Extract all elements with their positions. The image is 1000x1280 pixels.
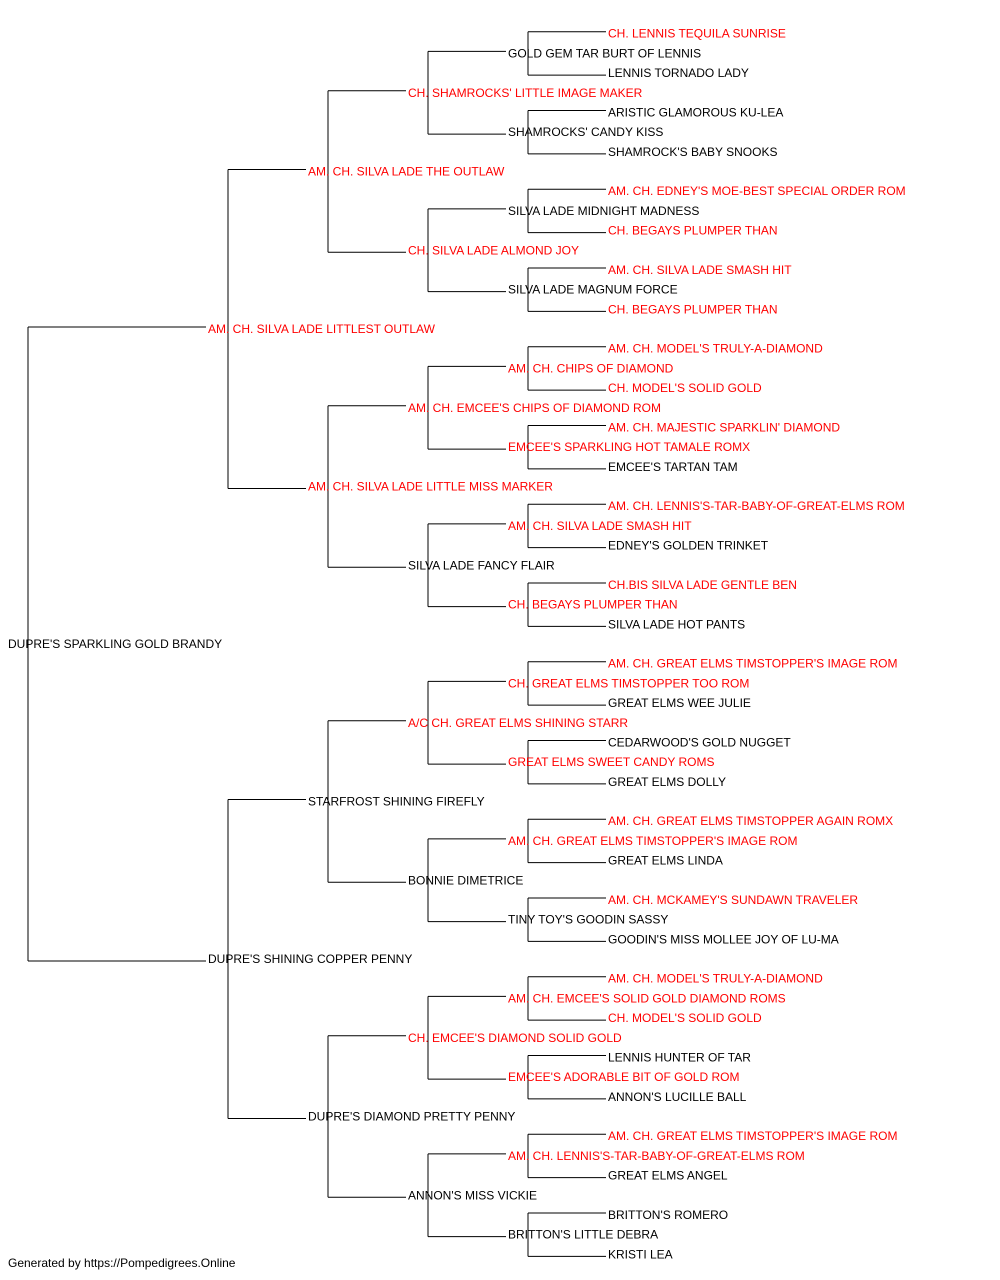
dog-name: LENNIS TORNADO LADY: [608, 66, 749, 80]
dog-name: AM. CH. EMCEE'S SOLID GOLD DIAMOND ROMS: [508, 991, 786, 1005]
dog-name: CH. BEGAYS PLUMPER THAN: [508, 598, 678, 612]
dog-name: SILVA LADE MIDNIGHT MADNESS: [508, 204, 699, 218]
dog-name: AM. CH. EDNEY'S MOE-BEST SPECIAL ORDER R…: [608, 184, 906, 198]
dog-name: AM. CH. GREAT ELMS TIMSTOPPER'S IMAGE RO…: [608, 1129, 897, 1143]
dog-name: STARFROST SHINING FIREFLY: [308, 795, 485, 809]
dog-name: EMCEE'S TARTAN TAM: [608, 460, 738, 474]
dog-name: AM. CH. GREAT ELMS TIMSTOPPER'S IMAGE RO…: [508, 834, 797, 848]
dog-name: CH. GREAT ELMS TIMSTOPPER TOO ROM: [508, 676, 749, 690]
dog-name: CH. MODEL'S SOLID GOLD: [608, 1011, 762, 1025]
dog-name: AM. CH. MODEL'S TRULY-A-DIAMOND: [608, 342, 823, 356]
dog-name: CH. MODEL'S SOLID GOLD: [608, 381, 762, 395]
dog-name: EDNEY'S GOLDEN TRINKET: [608, 539, 769, 553]
dog-name: DUPRE'S SHINING COPPER PENNY: [208, 952, 412, 966]
dog-name: EMCEE'S SPARKLING HOT TAMALE ROMX: [508, 440, 750, 454]
dog-name: AM. CH. SILVA LADE LITTLE MISS MARKER: [308, 480, 553, 494]
dog-name: AM. CH. SILVA LADE LITTLEST OUTLAW: [208, 322, 436, 336]
dog-name: KRISTI LEA: [608, 1247, 673, 1261]
dog-name: GREAT ELMS WEE JULIE: [608, 696, 751, 710]
dog-name: ARISTIC GLAMOROUS KU-LEA: [608, 105, 783, 119]
dog-name: AM. CH. MCKAMEY'S SUNDAWN TRAVELER: [608, 893, 858, 907]
dog-name: ANNON'S MISS VICKIE: [408, 1188, 537, 1202]
dog-name: TINY TOY'S GOODIN SASSY: [508, 913, 668, 927]
dog-name: GREAT ELMS SWEET CANDY ROMS: [508, 755, 714, 769]
dog-name: BONNIE DIMETRICE: [408, 873, 523, 887]
dog-name: LENNIS HUNTER OF TAR: [608, 1050, 751, 1064]
dog-name: BRITTON'S ROMERO: [608, 1208, 728, 1222]
dog-name: CH. SHAMROCKS' LITTLE IMAGE MAKER: [408, 86, 643, 100]
dog-name: SILVA LADE MAGNUM FORCE: [508, 283, 678, 297]
dog-name: AM. CH. MODEL'S TRULY-A-DIAMOND: [608, 972, 823, 986]
dog-name: DUPRE'S DIAMOND PRETTY PENNY: [308, 1110, 515, 1124]
dog-name: GREAT ELMS ANGEL: [608, 1169, 728, 1183]
dog-name: AM. CH. SILVA LADE THE OUTLAW: [308, 165, 505, 179]
dog-name: GREAT ELMS DOLLY: [608, 775, 726, 789]
dog-name: CH. BEGAYS PLUMPER THAN: [608, 302, 778, 316]
dog-name: SHAMROCKS' CANDY KISS: [508, 125, 663, 139]
footer-credit: Generated by https://Pompedigrees.Online: [8, 1256, 236, 1270]
dog-name: GREAT ELMS LINDA: [608, 854, 723, 868]
dog-name: SHAMROCK'S BABY SNOOKS: [608, 145, 777, 159]
dog-name: CH. EMCEE'S DIAMOND SOLID GOLD: [408, 1031, 622, 1045]
dog-name: CH.BIS SILVA LADE GENTLE BEN: [608, 578, 797, 592]
dog-name: CEDARWOOD'S GOLD NUGGET: [608, 735, 791, 749]
dog-name: SILVA LADE FANCY FLAIR: [408, 558, 555, 572]
dog-name: DUPRE'S SPARKLING GOLD BRANDY: [8, 637, 222, 651]
dog-name: AM. CH. MAJESTIC SPARKLIN' DIAMOND: [608, 420, 840, 434]
dog-name: AM. CH. SILVA LADE SMASH HIT: [508, 519, 692, 533]
dog-name: CH. SILVA LADE ALMOND JOY: [408, 243, 579, 257]
dog-name: EMCEE'S ADORABLE BIT OF GOLD ROM: [508, 1070, 739, 1084]
dog-name: GOODIN'S MISS MOLLEE JOY OF LU-MA: [608, 932, 839, 946]
dog-name: AM. CH. LENNIS'S-TAR-BABY-OF-GREAT-ELMS …: [508, 1149, 805, 1163]
dog-name: AM. CH. GREAT ELMS TIMSTOPPER'S IMAGE RO…: [608, 657, 897, 671]
dog-name: A/C CH. GREAT ELMS SHINING STARR: [408, 716, 628, 730]
dog-name: AM. CH. LENNIS'S-TAR-BABY-OF-GREAT-ELMS …: [608, 499, 905, 513]
dog-name: CH. LENNIS TEQUILA SUNRISE: [608, 27, 786, 41]
dog-name: BRITTON'S LITTLE DEBRA: [508, 1228, 658, 1242]
dog-name: GOLD GEM TAR BURT OF LENNIS: [508, 46, 701, 60]
dog-name: CH. BEGAYS PLUMPER THAN: [608, 224, 778, 238]
dog-name: AM. CH. EMCEE'S CHIPS OF DIAMOND ROM: [408, 401, 661, 415]
dog-name: AM. CH. SILVA LADE SMASH HIT: [608, 263, 792, 277]
dog-name: ANNON'S LUCILLE BALL: [608, 1090, 747, 1104]
dog-name: AM. CH. GREAT ELMS TIMSTOPPER AGAIN ROMX: [608, 814, 893, 828]
dog-name: AM. CH. CHIPS OF DIAMOND: [508, 361, 674, 375]
dog-name: SILVA LADE HOT PANTS: [608, 617, 745, 631]
